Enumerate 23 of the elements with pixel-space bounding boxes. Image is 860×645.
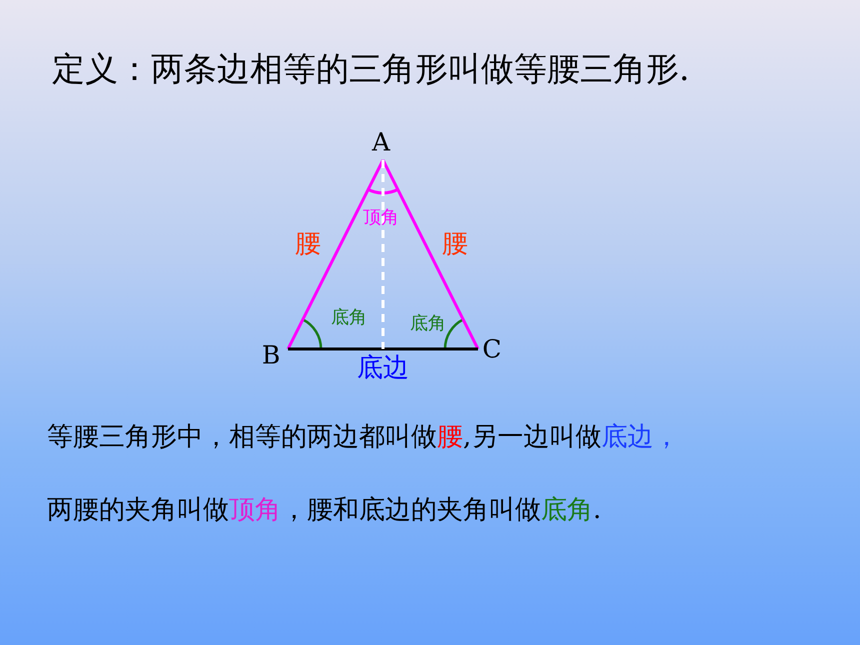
- definition-text: .: [593, 497, 602, 523]
- definition-text: 顶角: [229, 497, 281, 523]
- definition-text: 底角: [541, 497, 593, 523]
- triangle-side: [288, 348, 478, 350]
- side-label: 底边: [357, 355, 409, 381]
- definition-text: ,另一边叫做: [463, 424, 602, 450]
- side-label: 腰: [442, 231, 468, 257]
- definition-text: 等腰三角形中，相等的两边都叫做: [47, 424, 437, 450]
- side-label: 腰: [295, 231, 321, 257]
- definition-text: ，腰和底边的夹角叫做: [281, 497, 541, 523]
- vertex-label: B: [262, 342, 280, 368]
- definition-text: 底边，: [601, 424, 680, 450]
- triangle-side: [382, 159, 480, 350]
- vertex-label: A: [372, 130, 390, 154]
- altitude-line: [382, 160, 384, 349]
- angle-label: 底角: [410, 315, 446, 333]
- vertex-label: C: [482, 336, 502, 362]
- angle-label: 顶角: [363, 209, 399, 227]
- definition-text: 两腰的夹角叫做: [47, 497, 229, 523]
- angle-label: 底角: [331, 309, 367, 327]
- definition-text: 腰: [437, 424, 463, 450]
- definition-title: 定义：两条边相等的三角形叫做等腰三角形.: [52, 52, 690, 85]
- triangle-side: [286, 159, 384, 350]
